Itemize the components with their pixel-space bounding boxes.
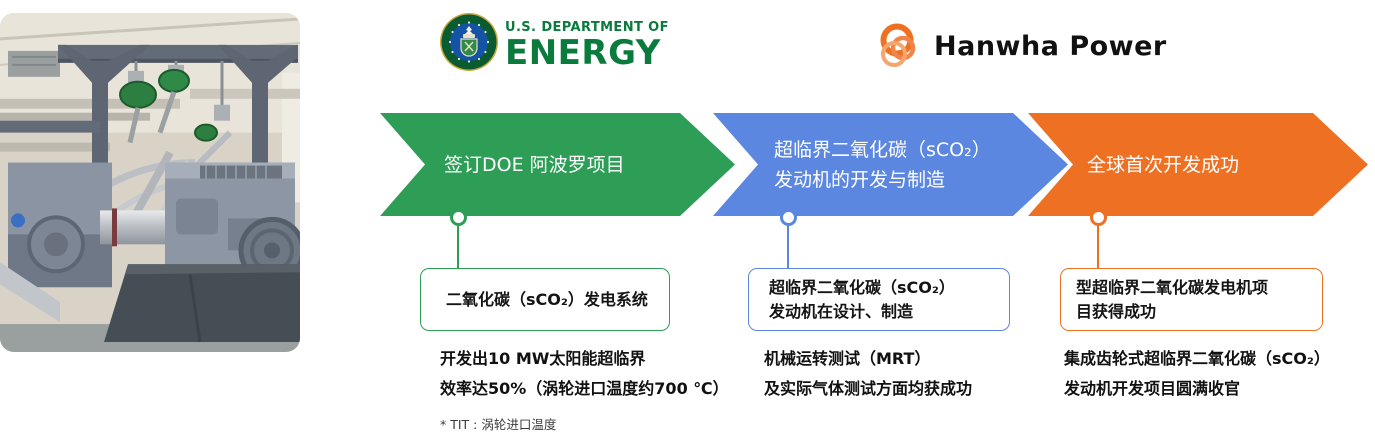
detail-text-2: 机械运转测试（MRT） 及实际气体测试方面均获成功: [764, 344, 972, 404]
timeline-arrow-2: 超临界二氧化碳（sCO₂） 发动机的开发与制造: [713, 113, 1068, 216]
milestone-box-2-line2: 发动机在设计、制造: [769, 301, 914, 321]
facility-photo-illustration: [0, 13, 300, 352]
detail-2-line1: 机械运转测试（MRT）: [764, 349, 931, 368]
detail-2-line2: 及实际气体测试方面均获成功: [764, 379, 973, 398]
detail-3-line1: 集成齿轮式超临界二氧化碳（sCO₂）: [1064, 349, 1330, 368]
connector-line-1: [457, 226, 459, 268]
timeline-arrow-1: 签订DOE 阿波罗项目: [380, 113, 735, 216]
doe-wordmark: U.S. DEPARTMENT OF ENERGY: [505, 12, 669, 70]
connector-line-2: [787, 226, 789, 268]
detail-1-line1: 开发出10 MW太阳能超临界: [440, 349, 646, 368]
milestone-box-3-line1: 型超临界二氧化碳发电机项: [1076, 277, 1269, 297]
detail-text-1: 开发出10 MW太阳能超临界 效率达50%（涡轮进口温度约700 ℃）: [440, 344, 729, 404]
timeline-arrow-3: 全球首次开发成功: [1028, 113, 1368, 216]
hanwha-mark-icon: [880, 23, 916, 67]
arrow-2-label-line2: 发动机的开发与制造: [774, 168, 946, 191]
arrow-2-label-line1: 超临界二氧化碳（sCO₂）: [774, 138, 991, 161]
arrow-1-label-line1: 签订DOE 阿波罗项目: [444, 153, 625, 176]
connector-dot-2: [780, 209, 797, 226]
doe-energy-text: ENERGY: [505, 33, 661, 73]
facility-photo: [0, 13, 300, 352]
milestone-box-1: 二氧化碳（sCO₂）发电系统: [420, 268, 670, 331]
detail-3-line2: 发动机开发项目圆满收官: [1064, 379, 1241, 398]
detail-text-3: 集成齿轮式超临界二氧化碳（sCO₂） 发动机开发项目圆满收官: [1064, 344, 1330, 404]
doe-logo: U.S. DEPARTMENT OF ENERGY: [439, 12, 669, 72]
doe-seal-icon: [440, 13, 498, 71]
hanwha-logo: Hanwha Power: [872, 23, 1167, 69]
milestone-box-1-line1: 二氧化碳（sCO₂）发电系统: [446, 289, 648, 309]
footnote-tit: * TIT : 涡轮进口温度: [440, 417, 557, 432]
milestone-box-3: 型超临界二氧化碳发电机项 目获得成功: [1060, 268, 1323, 331]
doe-department-text: U.S. DEPARTMENT OF: [505, 20, 669, 35]
connector-dot-1: [450, 209, 467, 226]
connector-line-3: [1097, 226, 1099, 268]
arrow-3-label-line1: 全球首次开发成功: [1087, 153, 1240, 176]
connector-dot-3: [1090, 209, 1107, 226]
detail-1-line2: 效率达50%（涡轮进口温度约700 ℃）: [440, 379, 729, 398]
milestone-box-2: 超临界二氧化碳（sCO₂） 发动机在设计、制造: [748, 268, 1010, 331]
hanwha-wordmark: Hanwha Power: [934, 30, 1167, 62]
milestone-box-2-line1: 超临界二氧化碳（sCO₂）: [769, 277, 955, 297]
milestone-box-3-line2: 目获得成功: [1076, 301, 1157, 321]
